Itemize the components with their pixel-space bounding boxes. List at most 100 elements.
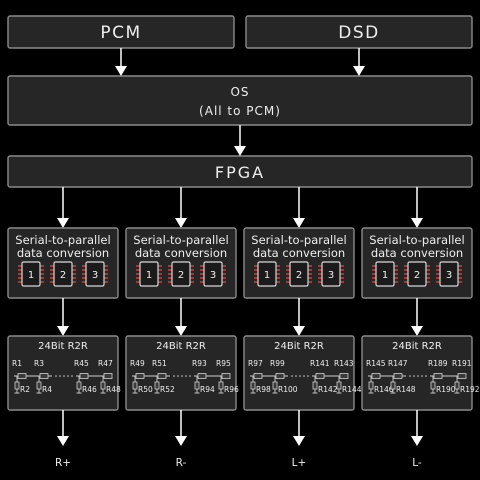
resistor-shunt xyxy=(390,381,396,390)
chip-number: 1 xyxy=(28,270,34,281)
pcm-label: PCM xyxy=(100,23,141,43)
output-label: L- xyxy=(412,457,422,469)
ladder-ellipsis-dot xyxy=(185,375,187,377)
ladder-ellipsis-dot xyxy=(413,375,415,377)
resistor-label-top: R141 xyxy=(310,359,330,368)
arrow-conv-r2r-head xyxy=(411,326,423,336)
resistor-label-top: R47 xyxy=(98,359,113,368)
chip-2: 2 xyxy=(404,261,430,287)
resistor-series xyxy=(393,373,403,379)
resistor-series xyxy=(371,373,381,379)
os-label: OS xyxy=(230,85,249,99)
resistor-series xyxy=(315,373,325,379)
ladder-ellipsis-dot xyxy=(303,375,305,377)
resistor-label-bottom: R100 xyxy=(278,385,298,394)
ladder-ellipsis-dot xyxy=(177,375,179,377)
chip-number: 2 xyxy=(414,270,420,281)
resistor-label-top: R49 xyxy=(130,359,145,368)
chip-body xyxy=(139,261,159,287)
resistor-label-top: R145 xyxy=(366,359,386,368)
chip-body xyxy=(85,261,105,287)
resistor-series xyxy=(135,373,145,379)
chip-1: 1 xyxy=(372,261,398,287)
chip-3: 3 xyxy=(318,261,344,287)
resistor-label-bottom: R190 xyxy=(436,385,456,394)
ladder-ellipsis-dot xyxy=(307,375,309,377)
chip-body xyxy=(407,261,427,287)
arrow-conv-r2r-head xyxy=(57,326,69,336)
chip-body xyxy=(203,261,223,287)
resistor-shunt xyxy=(36,381,42,390)
ladder-ellipsis-dot xyxy=(63,375,65,377)
resistor-label-bottom: R192 xyxy=(460,385,480,394)
resistor-label-top: R191 xyxy=(452,359,472,368)
chip-body xyxy=(289,261,309,287)
chip-3: 3 xyxy=(436,261,462,287)
resistor-label-top: R143 xyxy=(334,359,354,368)
arrow-r2r-output-head xyxy=(57,436,69,446)
arrow-r2r-output-head xyxy=(293,436,305,446)
ladder-ellipsis-dot xyxy=(295,375,297,377)
resistor-label-bottom: R146 xyxy=(374,385,394,394)
resistor-label-bottom: R96 xyxy=(224,385,239,394)
resistor-shunt xyxy=(430,381,436,390)
chip-number: 1 xyxy=(264,270,270,281)
resistor-series xyxy=(79,373,89,379)
chip-body xyxy=(171,261,191,287)
chip-body xyxy=(321,261,341,287)
converter-title-line2: data conversion xyxy=(371,246,463,260)
chip-1: 1 xyxy=(136,261,162,287)
resistor-label-top: R189 xyxy=(428,359,448,368)
chip-number: 2 xyxy=(296,270,302,281)
resistor-label-top: R45 xyxy=(74,359,89,368)
resistor-series xyxy=(103,373,113,379)
converter-title-line2: data conversion xyxy=(17,246,109,260)
chip-1: 1 xyxy=(254,261,280,287)
chip-1: 1 xyxy=(18,261,44,287)
chip-number: 1 xyxy=(146,270,152,281)
resistor-label-bottom: R2 xyxy=(20,385,30,394)
chip-3: 3 xyxy=(200,261,226,287)
resistor-label-top: R1 xyxy=(12,359,22,368)
arrow-head-pcm xyxy=(115,66,127,76)
chip-number: 3 xyxy=(92,270,98,281)
resistor-label-bottom: R148 xyxy=(396,385,416,394)
resistor-label-top: R93 xyxy=(192,359,207,368)
ladder-ellipsis-dot xyxy=(291,375,293,377)
output-label: L+ xyxy=(292,457,307,469)
arrow-fpga-conv-head xyxy=(175,218,187,228)
resistor-label-bottom: R144 xyxy=(342,385,362,394)
resistor-series xyxy=(275,373,285,379)
chip-number: 3 xyxy=(328,270,334,281)
arrow-head-os xyxy=(234,146,246,156)
resistor-series xyxy=(39,373,49,379)
chip-body xyxy=(53,261,73,287)
ladder-ellipsis-dot xyxy=(71,375,73,377)
arrow-conv-r2r-head xyxy=(175,326,187,336)
resistor-shunt xyxy=(132,381,138,390)
top-arrows xyxy=(115,48,365,156)
resistor-label-bottom: R46 xyxy=(82,385,97,394)
chip-number: 3 xyxy=(210,270,216,281)
r2r-title: 24Bit R2R xyxy=(274,341,324,352)
resistor-shunt xyxy=(272,381,278,390)
ladder-ellipsis-dot xyxy=(67,375,69,377)
ladder-ellipsis-dot xyxy=(55,375,57,377)
arrow-r2r-output-head xyxy=(175,436,187,446)
arrow-fpga-conv-head xyxy=(293,218,305,228)
resistor-series xyxy=(457,373,467,379)
converter-title-line1: Serial-to-parallel xyxy=(369,233,464,247)
chip-2: 2 xyxy=(168,261,194,287)
arrow-conv-r2r-head xyxy=(293,326,305,336)
converter-title-line1: Serial-to-parallel xyxy=(133,233,228,247)
chip-body xyxy=(257,261,277,287)
resistor-label-top: R147 xyxy=(388,359,408,368)
resistor-series xyxy=(253,373,263,379)
ladder-ellipsis-dot xyxy=(173,375,175,377)
resistor-shunt xyxy=(368,381,374,390)
converter-title-line2: data conversion xyxy=(135,246,227,260)
dsd-label: DSD xyxy=(338,23,379,43)
